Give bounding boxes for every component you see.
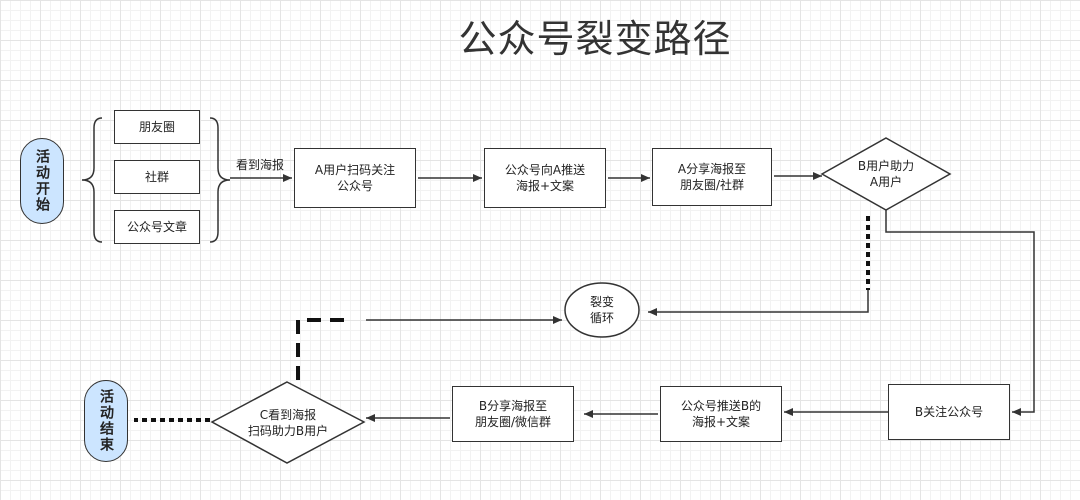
edge-label-see-poster: 看到海报 [236, 158, 285, 172]
arrow-help-a-to-follow-b [885, 208, 1035, 416]
start-terminal: 活动开始 [20, 138, 64, 224]
left-brace [81, 117, 103, 243]
node-article: 公众号文章 [114, 210, 200, 244]
node-share-a: A分享海报至 朋友圈/社群 [652, 148, 772, 206]
right-brace [209, 117, 231, 243]
node-community: 社群 [114, 160, 200, 194]
node-share-b: B分享海报至 朋友圈/微信群 [452, 386, 574, 442]
label-help-a: B用户助力 A用户 [857, 159, 915, 189]
node-follow-b: B关注公众号 [888, 384, 1010, 440]
end-terminal: 活动结束 [84, 380, 128, 462]
diagram-title: 公众号裂变路径 [458, 17, 732, 61]
diamond-help-b [210, 381, 366, 464]
node-scan-follow: A用户扫码关注 公众号 [294, 148, 416, 208]
dashed-help-b-up [296, 318, 352, 380]
node-moments: 朋友圈 [114, 110, 200, 144]
arrow-to-loop [648, 290, 869, 316]
diamond-help-a [820, 137, 952, 211]
loop-ellipse [564, 282, 640, 338]
label-help-b: C看到海报 扫码助力B用户 [247, 408, 329, 438]
label-loop: 裂变 循环 [589, 295, 614, 325]
node-push-b: 公众号推送B的 海报+文案 [660, 386, 782, 442]
node-push-a: 公众号向A推送 海报+文案 [484, 148, 606, 208]
